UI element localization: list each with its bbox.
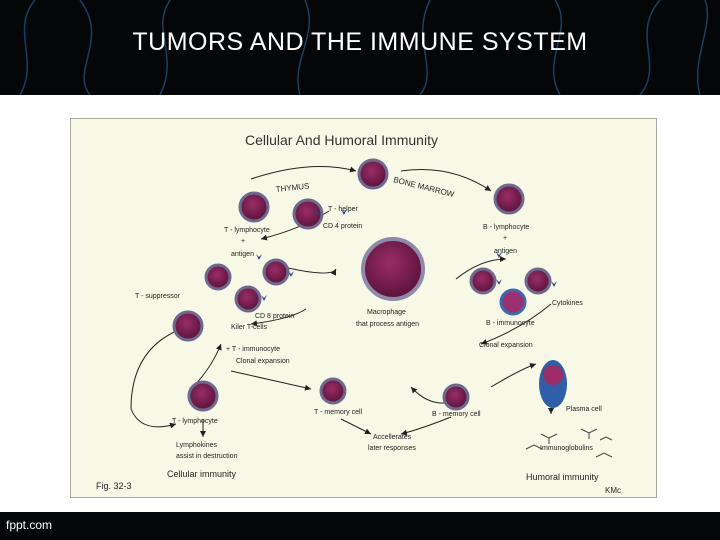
cytokine-cell (524, 267, 552, 295)
slide-header: TUMORS AND THE IMMUNE SYSTEM (0, 0, 720, 95)
immunoglobulin-glyphs (525, 428, 613, 458)
macrophage-label-2: that process antigen (356, 321, 419, 328)
macrophage-cell (361, 237, 425, 301)
t-lymph-antigen-3: antigen (231, 251, 254, 258)
t-lymphocyte-cell (187, 380, 219, 412)
accelerates-label-1: Accellerates (373, 434, 412, 441)
lymphokines-label-2: assist in destruction (176, 453, 238, 460)
b-memory-label: B - memory cell (432, 411, 481, 418)
t-lymphocyte-low-label: T - lymphocyte (172, 418, 218, 425)
b-lymph-antigen-2: + (503, 235, 507, 242)
t-helper-label: T - helper (328, 206, 358, 213)
b-lymphocyte-cell (493, 183, 525, 215)
t-suppressor-cell (204, 263, 232, 291)
thymus-cell (238, 191, 270, 223)
lymphokines-label-1: Lymphokines (176, 442, 217, 449)
humoral-immunity-label: Humoral immunity (526, 472, 599, 482)
footer-brand: fppt.com (6, 518, 53, 532)
figure-number: Fig. 32-3 (96, 481, 132, 491)
macrophage-label-1: Macrophage (367, 309, 406, 316)
arrows (130, 166, 554, 437)
bone-marrow-label: BONE MARROW (393, 175, 456, 199)
b-immunocyte-cell (499, 288, 527, 316)
bone-marrow-cell (357, 158, 389, 190)
killer-label: Kiler T-cells (231, 324, 268, 331)
suppressor-cell (172, 310, 204, 342)
plasma-label: Plasma cell (566, 406, 602, 413)
b-lymphocyte-antigen-cell (469, 267, 497, 295)
cd4-label: CD 4 protein (323, 223, 362, 230)
t-lymph-antigen-1: T - lymphocyte (224, 227, 270, 234)
cd8-label: CD 8 protein (255, 313, 294, 320)
b-memory-cell (442, 383, 470, 411)
t-memory-cell (319, 377, 347, 405)
antigen-markers (256, 209, 557, 301)
diagram-heading: Cellular And Humoral Immunity (245, 132, 438, 148)
kmc-label: KMc (605, 486, 621, 495)
plasma-nucleus (543, 365, 563, 385)
t-clonal-label: Clonal expansion (236, 358, 290, 365)
killer-t-cell (234, 285, 262, 313)
immunoglobulins-label: Immunoglobulins (540, 445, 593, 452)
slide-footer: fppt.com (0, 512, 720, 540)
b-clonal-label: Clonal expansion (479, 342, 533, 349)
cellular-immunity-label: Cellular immunity (167, 469, 237, 479)
cytokines-label: Cytokines (552, 300, 583, 307)
t-immunocyte-label: + T - immunocyte (226, 346, 280, 353)
immunity-diagram: Cellular And Humoral Immunity THYMUS BON… (70, 118, 657, 498)
header-decoration (19, 0, 709, 95)
thymus-label: THYMUS (275, 182, 310, 194)
cells (172, 158, 567, 412)
b-lymph-antigen-3: antigen (494, 248, 517, 255)
t-memory-label: T - memory cell (314, 409, 363, 416)
slide-title: TUMORS AND THE IMMUNE SYSTEM (132, 28, 588, 56)
t-lymphocyte-antigen-cell (262, 258, 290, 286)
accelerates-label-2: later responses (368, 445, 416, 452)
t-helper-cell (292, 198, 324, 230)
b-lymph-antigen-1: B - lymphocyte (483, 224, 529, 231)
t-suppressor-label: T - suppressor (135, 293, 181, 300)
b-immunocyte-label: B - immunocyte (486, 320, 535, 327)
t-lymph-antigen-2: + (241, 238, 245, 245)
